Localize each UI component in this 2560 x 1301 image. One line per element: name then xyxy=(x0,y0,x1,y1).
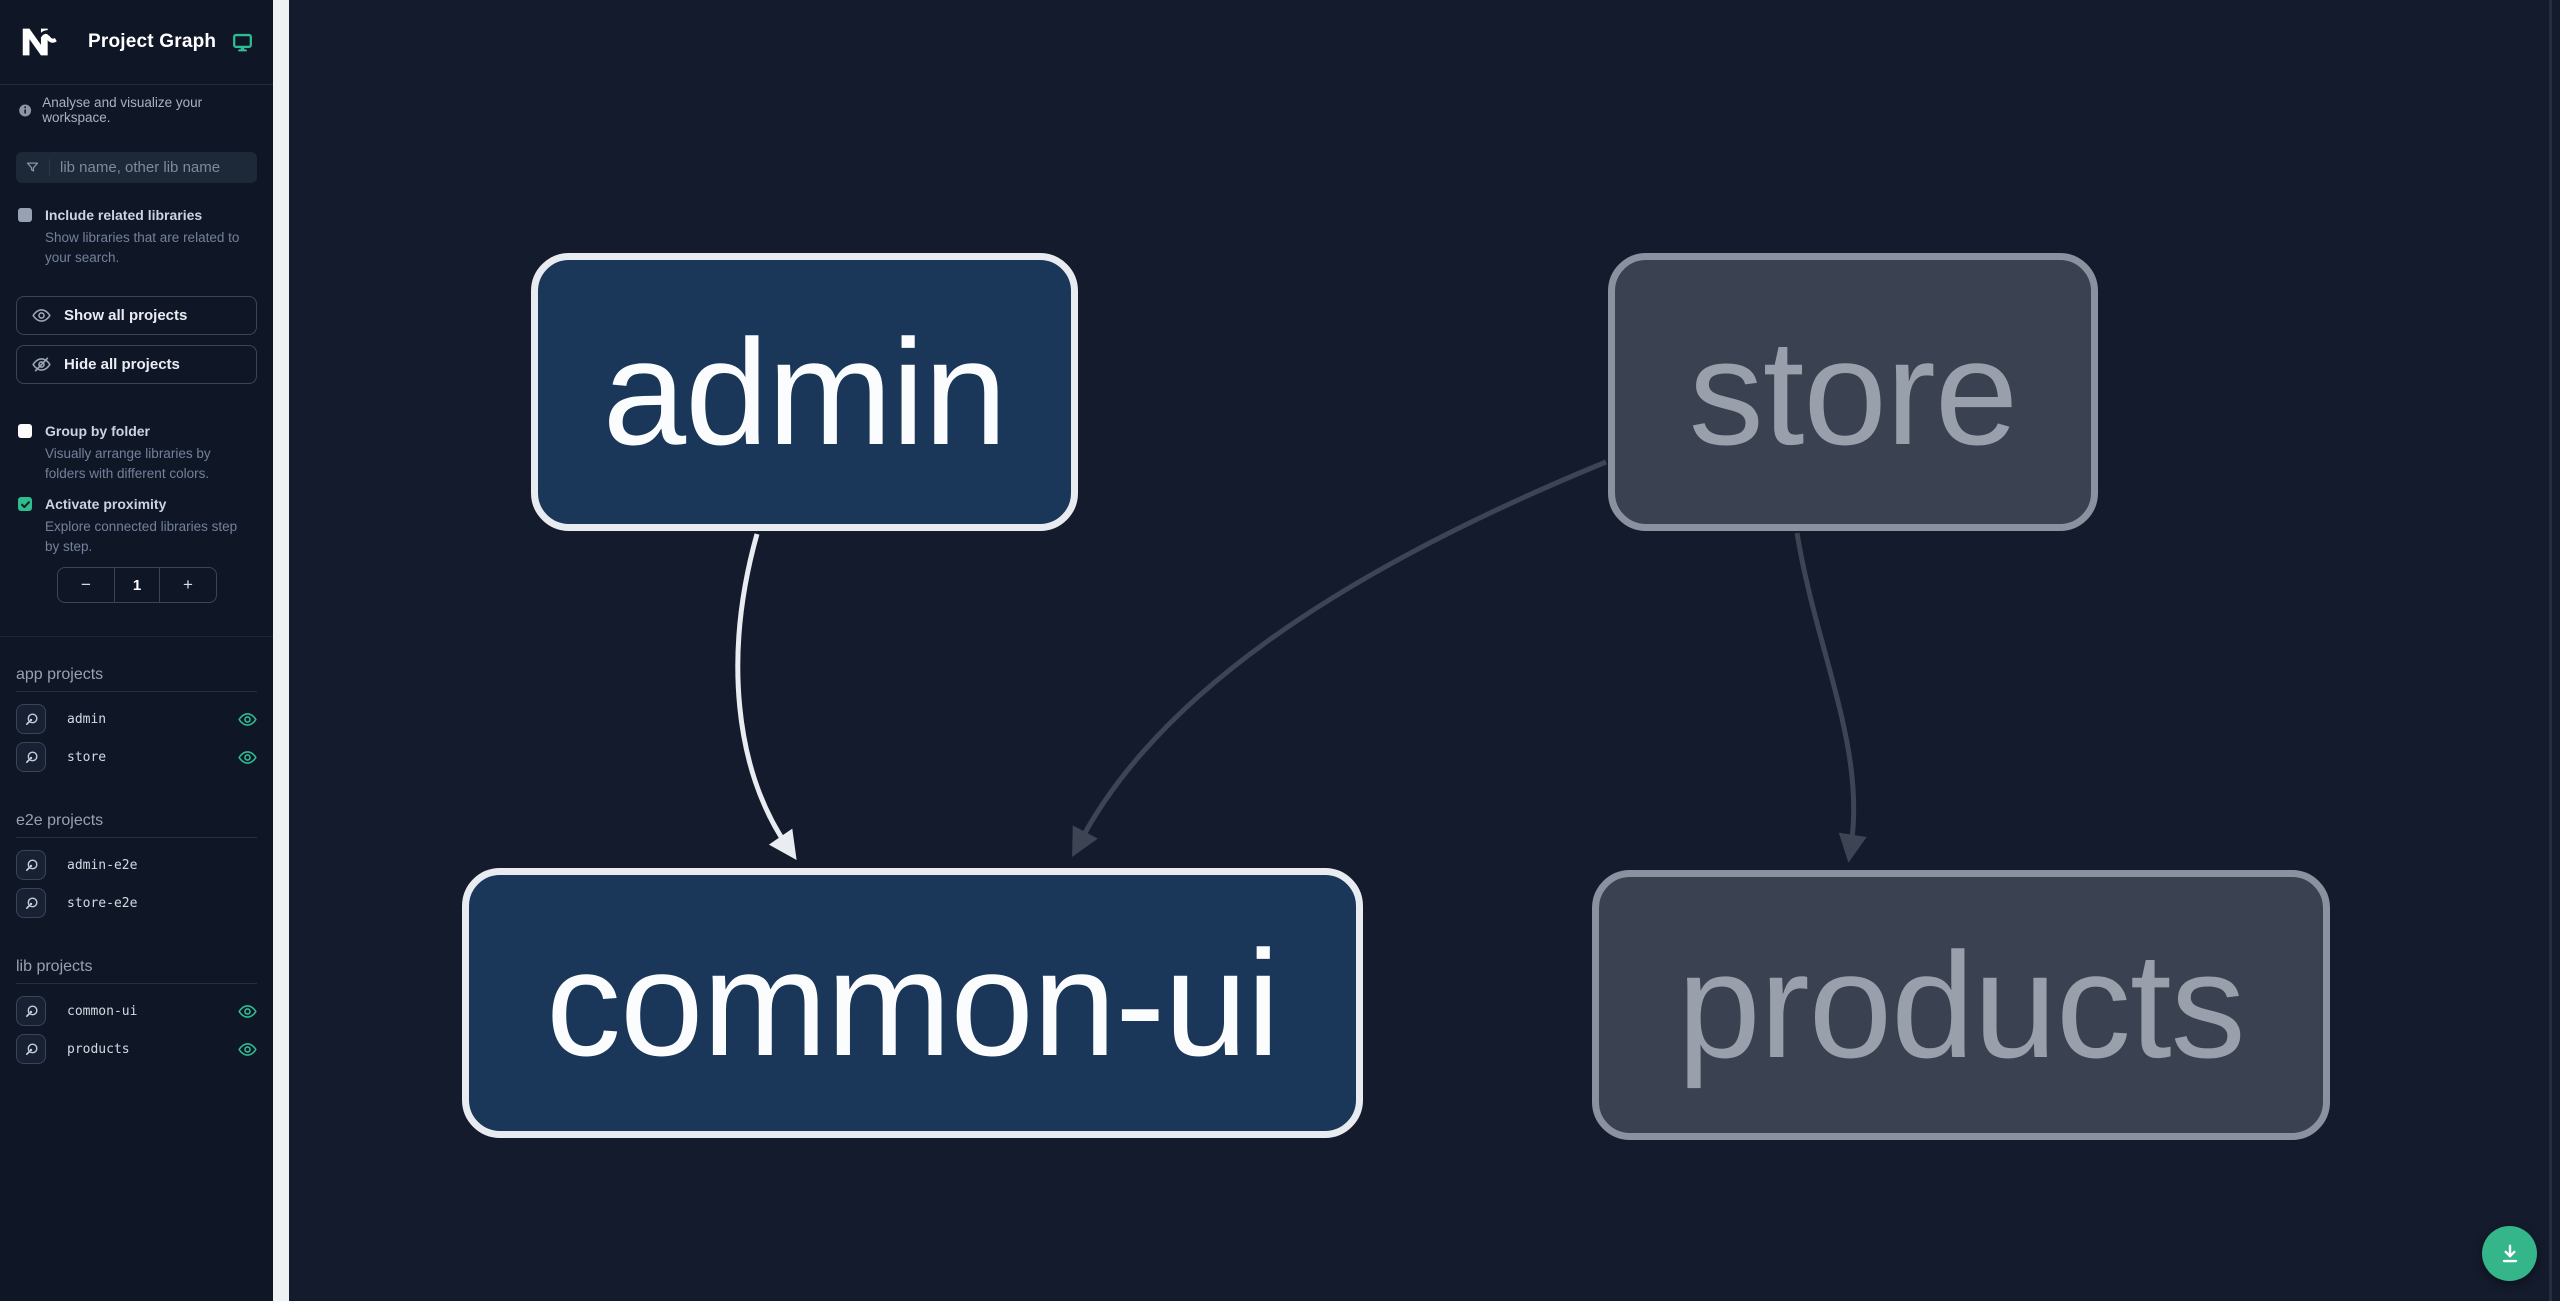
focus-project-button[interactable] xyxy=(16,742,46,772)
proximity-decrement-button[interactable]: − xyxy=(58,568,114,602)
toggle-visibility-button[interactable] xyxy=(238,710,257,729)
project-row-admin-e2e: admin-e2e xyxy=(16,850,257,880)
sidebar-resize-handle[interactable] xyxy=(273,0,289,1301)
focus-project-button[interactable] xyxy=(16,850,46,880)
graph-node-common-ui[interactable]: common-ui xyxy=(462,868,1363,1138)
sidebar-header: Project Graph xyxy=(0,0,273,85)
activate-proximity-label: Activate proximity xyxy=(45,496,167,512)
hide-all-projects-label: Hide all projects xyxy=(64,356,180,373)
edge-admin-to-common-ui xyxy=(735,533,797,861)
project-name: admin xyxy=(67,711,107,727)
section-title: e2e projects xyxy=(16,812,257,838)
focus-project-button[interactable] xyxy=(16,888,46,918)
include-related-description: Show libraries that are related to your … xyxy=(45,230,240,265)
graph-node-products[interactable]: products xyxy=(1592,870,2330,1140)
sidebar: Project Graph Analyse and visualize your… xyxy=(0,0,273,1301)
proximity-depth-value: 1 xyxy=(114,568,160,602)
focus-pin-icon xyxy=(25,750,38,763)
show-all-projects-button[interactable]: Show all projects xyxy=(16,296,257,335)
focus-pin-icon xyxy=(25,1042,38,1055)
section-lib-projects: lib projects common-ui products xyxy=(16,958,257,1064)
visibility-eye-icon xyxy=(238,750,257,764)
group-by-folder-option: Group by folder Visually arrange librari… xyxy=(18,422,250,484)
project-name: store xyxy=(67,749,107,765)
project-name: admin-e2e xyxy=(67,857,138,873)
focus-pin-icon xyxy=(25,896,38,909)
project-name: common-ui xyxy=(67,1003,138,1019)
include-related-option: Include related libraries Show libraries… xyxy=(18,206,250,268)
focus-project-button[interactable] xyxy=(16,996,46,1026)
focus-project-button[interactable] xyxy=(16,704,46,734)
proximity-increment-button[interactable]: + xyxy=(160,568,216,602)
node-label: common-ui xyxy=(546,919,1280,1087)
include-related-checkbox[interactable] xyxy=(18,208,32,222)
page-title: Project Graph xyxy=(88,31,217,52)
section-title: app projects xyxy=(16,666,257,692)
graph-node-admin[interactable]: admin xyxy=(531,253,1078,531)
proximity-depth-stepper: − 1 + xyxy=(57,567,217,603)
download-icon xyxy=(2502,1244,2517,1262)
project-row-admin: admin xyxy=(16,704,257,734)
project-row-products: products xyxy=(16,1034,257,1064)
info-icon xyxy=(19,104,32,116)
canvas-right-edge xyxy=(2549,0,2552,1301)
save-image-button[interactable] xyxy=(2482,1226,2537,1281)
visibility-eye-icon xyxy=(238,1042,257,1056)
focus-pin-icon xyxy=(25,1004,38,1017)
project-list: app projects admin store e2e projects admin-… xyxy=(16,666,257,1104)
sidebar-divider xyxy=(0,636,273,637)
project-row-store: store xyxy=(16,742,257,772)
include-related-label: Include related libraries xyxy=(45,207,203,223)
section-e2e-projects: e2e projects admin-e2e store-e2e xyxy=(16,812,257,918)
workspace-info-banner: Analyse and visualize your workspace. xyxy=(18,95,263,125)
eye-off-icon xyxy=(32,357,51,372)
project-name: products xyxy=(67,1041,130,1057)
section-title: lib projects xyxy=(16,958,257,984)
section-app-projects: app projects admin store xyxy=(16,666,257,772)
graph-node-store[interactable]: store xyxy=(1608,253,2098,531)
node-label: admin xyxy=(602,308,1008,476)
nx-logo xyxy=(22,28,57,56)
toggle-visibility-button[interactable] xyxy=(238,1040,257,1059)
toggle-visibility-button[interactable] xyxy=(238,748,257,767)
focus-pin-icon xyxy=(25,712,38,725)
hide-all-projects-button[interactable]: Hide all projects xyxy=(16,345,257,384)
activate-proximity-option: Activate proximity Explore connected lib… xyxy=(18,495,250,557)
project-filter xyxy=(16,152,257,183)
focus-pin-icon xyxy=(25,858,38,871)
visibility-eye-icon xyxy=(238,1004,257,1018)
edge-store-to-common-ui xyxy=(1072,459,1607,858)
toggle-visibility-button[interactable] xyxy=(238,1002,257,1021)
node-label: products xyxy=(1677,921,2245,1089)
show-all-projects-label: Show all projects xyxy=(64,307,188,324)
project-row-common-ui: common-ui xyxy=(16,996,257,1026)
visibility-eye-icon xyxy=(238,712,257,726)
eye-icon xyxy=(32,309,51,322)
monitor-icon xyxy=(232,32,253,53)
group-by-folder-label: Group by folder xyxy=(45,423,150,439)
node-label: store xyxy=(1688,308,2018,476)
group-by-folder-checkbox[interactable] xyxy=(18,424,32,438)
project-row-store-e2e: store-e2e xyxy=(16,888,257,918)
edge-store-to-products xyxy=(1794,532,1867,863)
focus-project-button[interactable] xyxy=(16,1034,46,1064)
filter-funnel-icon xyxy=(16,159,50,176)
activate-proximity-description: Explore connected libraries step by step… xyxy=(45,519,238,554)
check-icon xyxy=(20,500,30,508)
activate-proximity-checkbox[interactable] xyxy=(18,497,32,511)
project-name: store-e2e xyxy=(67,895,138,911)
workspace-info-text: Analyse and visualize your workspace. xyxy=(42,95,203,125)
group-by-folder-description: Visually arrange libraries by folders wi… xyxy=(45,446,211,481)
filter-input[interactable] xyxy=(50,159,257,176)
